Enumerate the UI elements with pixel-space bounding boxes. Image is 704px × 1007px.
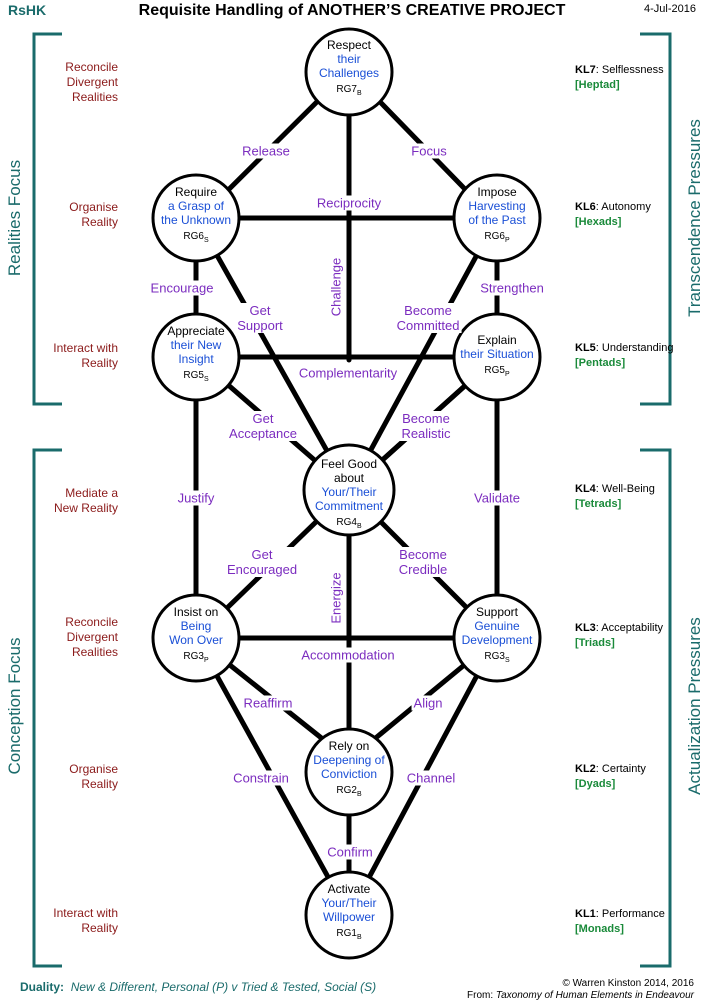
link-justify: Justify [175, 490, 217, 506]
diagram-code: RsHK [8, 2, 47, 18]
link-complementarity: Complementarity [296, 365, 400, 381]
link-become-committed: Become Committed [394, 303, 462, 333]
bracket-transcendence [640, 32, 672, 406]
link-confirm: Confirm [325, 844, 375, 860]
node-rg4: Feel Good about Your/Their Commitment RG… [314, 457, 383, 530]
page-title: Requisite Handling of ANOTHER’S CREATIVE… [138, 2, 566, 19]
link-strengthen: Strengthen [478, 280, 546, 296]
level-kl1: KL1: Performance[Monads] [575, 908, 665, 935]
node-circle-rg2 [304, 727, 394, 817]
row-label-kl3: Reconcile Divergent Realities [65, 615, 118, 659]
bracket-realities [32, 32, 62, 406]
bracket-conception [32, 448, 62, 968]
level-kl6: KL6: Autonomy[Hexads] [575, 201, 651, 228]
level-kl4: KL4: Well-Being[Tetrads] [575, 483, 655, 510]
level-kl7: KL7: Selflessness[Heptad] [575, 64, 664, 91]
node-circle-rg3s [452, 593, 542, 683]
link-become-realistic: Become Realistic [399, 411, 453, 441]
row-label-kl5: Interact with Reality [53, 341, 118, 370]
link-get-encouraged: Get Encouraged [224, 547, 300, 577]
link-accommodation: Accommodation [299, 647, 397, 663]
node-rg1: Activate Your/Their Willpower RG1B [321, 882, 377, 941]
link-challenge: Challenge [328, 255, 344, 319]
node-rg6s: Require a Grasp of the Unknown RG6S [160, 185, 232, 244]
link-constrain: Constrain [231, 770, 291, 786]
edge-become-committed-6p [346, 215, 500, 493]
level-kl2: KL2: Certainty[Dyads] [575, 763, 646, 790]
node-rg7: Respect their Challenges RG7B [318, 38, 380, 97]
link-become-credible: Become Credible [396, 547, 450, 577]
link-energize: Energize [328, 570, 344, 626]
level-kl5: KL5: Understanding[Pentads] [575, 342, 674, 369]
node-circle-rg1 [304, 870, 394, 960]
node-rg6p: Impose Harvesting of the Past RG6P [468, 185, 526, 244]
node-circle-rg5s [151, 312, 241, 402]
row-label-kl6: Organise Reality [69, 200, 118, 229]
link-reciprocity: Reciprocity [314, 195, 384, 211]
link-reaffirm: Reaffirm [241, 695, 295, 711]
link-validate: Validate [471, 490, 523, 506]
duality-footer: Duality: New & Different, Personal (P) v… [20, 980, 377, 994]
date-label: 4-Jul-2016 [644, 3, 696, 15]
node-circle-rg7 [304, 27, 394, 117]
node-circle-rg4 [302, 443, 396, 537]
node-rg3s: Support Genuine Development RG3S [461, 605, 533, 664]
node-rg3p: Insist on Being Won Over RG3P [169, 605, 223, 664]
edge-get-support [193, 215, 352, 493]
level-kl3: KL3: Acceptability[Triads] [575, 622, 664, 649]
row-label-kl2: Organise Reality [69, 762, 118, 791]
link-get-support: Get Support [235, 303, 285, 333]
node-circle-rg6s [151, 173, 241, 263]
bracket-actualization [640, 448, 672, 968]
copyright: © Warren Kinston 2014, 2016 From: Taxono… [467, 978, 694, 1001]
row-label-kl7: Reconcile Divergent Realities [65, 60, 118, 104]
node-circle-rg3p [151, 593, 241, 683]
link-get-acceptance: Get Acceptance [227, 411, 299, 441]
link-focus: Focus [409, 143, 449, 159]
node-rg2: Rely on Deepening of Conviction RG2B [313, 739, 385, 798]
node-circle-rg5p [452, 312, 542, 402]
link-release: Release [240, 143, 292, 159]
node-rg5s: Appreciate their New Insight RG5S [167, 324, 225, 383]
node-circle-rg6p [452, 173, 542, 263]
node-rg5p: Explain their Situation RG5P [460, 333, 534, 378]
link-align: Align [411, 695, 445, 711]
link-encourage: Encourage [148, 280, 216, 296]
link-channel: Channel [404, 770, 458, 786]
row-label-kl1: Interact with Reality [53, 906, 118, 935]
row-label-kl4: Mediate a New Reality [53, 486, 118, 515]
